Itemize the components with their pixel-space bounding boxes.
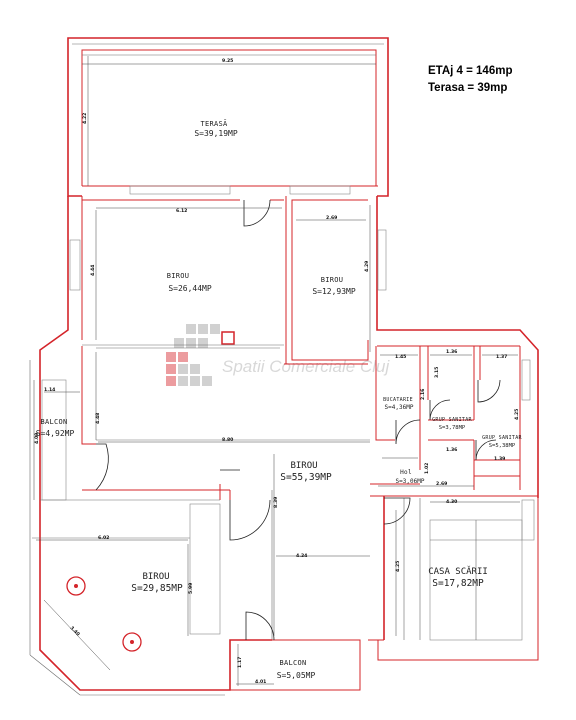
terrace-walls xyxy=(67,37,389,197)
room-area-birou-1: S=26,44MP xyxy=(168,284,212,293)
room-area-birou-3: S=29,85MP xyxy=(131,583,183,594)
dim-425a: 4.25 xyxy=(514,409,520,420)
dim-117: 1.17 xyxy=(237,657,243,668)
dim-880: 8.80 xyxy=(222,437,233,443)
dim-424: 4.24 xyxy=(296,553,307,559)
room-name-balcon-2: BALCON xyxy=(279,659,306,667)
room-area-birou-2: S=12,93MP xyxy=(312,287,356,296)
dim-444: 4.44 xyxy=(90,265,96,276)
service-block-walls xyxy=(370,345,538,497)
doors xyxy=(95,199,501,641)
room-name-birou-3: BIROU xyxy=(142,572,169,582)
room-name-balcon-1: BALCON xyxy=(40,418,67,426)
upper-office-walls xyxy=(39,196,539,691)
room-name-birou-main: BIROU xyxy=(290,461,317,471)
dim-422: 4.22 xyxy=(82,113,88,124)
room-name-bucatarie: BUCATARIE xyxy=(383,397,413,403)
dim-602: 6.02 xyxy=(98,535,109,541)
door-swing-birou-3 xyxy=(229,499,271,541)
dim-216: 2.16 xyxy=(420,389,426,400)
dim-340: 3.40 xyxy=(69,625,81,637)
dim-137: 1.37 xyxy=(496,354,507,360)
main-office-walls xyxy=(29,346,539,696)
door-swing-scara xyxy=(383,497,411,525)
door-swing-gs-2 xyxy=(477,379,501,403)
dim-136a: 1.36 xyxy=(446,349,457,355)
dimension-lines xyxy=(33,56,520,686)
room-area-balcon-1: S=4,92MP xyxy=(36,429,75,438)
room-area-terasa: S=39,19MP xyxy=(194,129,238,138)
terrace-area-total: Terasa = 39mp xyxy=(428,82,508,94)
dim-925: 9.25 xyxy=(222,58,233,64)
door-swing-bucatarie xyxy=(395,419,421,445)
dim-315: 3.15 xyxy=(434,367,440,378)
dim-425b: 4.25 xyxy=(395,561,401,572)
dim-102: 1.02 xyxy=(424,463,430,474)
dim-269b: 2.69 xyxy=(436,481,447,487)
room-name-casa-scarii: CASA SCĂRII xyxy=(428,565,488,577)
room-area-bucatarie: S=4,36MP xyxy=(385,404,414,411)
dim-448: 4.48 xyxy=(95,413,101,424)
dim-430: 4.30 xyxy=(446,499,457,505)
dim-145: 1.45 xyxy=(395,354,406,360)
door-swing-gs-1 xyxy=(429,399,451,421)
column-circle-2 xyxy=(122,632,142,652)
column-center-1 xyxy=(74,584,78,588)
dim-114: 1.14 xyxy=(44,387,55,393)
dim-269a: 2.69 xyxy=(326,215,337,221)
room-area-grup-sanitar-2: S=5,38MP xyxy=(489,443,516,449)
room-area-birou-main: S=55,39MP xyxy=(280,472,332,483)
room-name-grup-sanitar-1: GRUP SANITAR xyxy=(432,417,472,423)
dim-839: 8.39 xyxy=(273,497,279,508)
room-area-balcon-2: S=5,05MP xyxy=(277,671,316,680)
room-labels: TERASĂ S=39,19MP BIROU S=26,44MP BIROU S… xyxy=(36,119,523,680)
room-area-hol: S=3,06MP xyxy=(396,478,425,485)
room-name-terasa: TERASĂ xyxy=(200,119,228,128)
watermark-logo xyxy=(166,324,235,386)
column-center-2 xyxy=(130,640,134,644)
dim-401: 4.01 xyxy=(255,679,266,685)
dimension-labels: 9.25 4.22 6.12 2.69 4.44 4.29 1.45 1.36 … xyxy=(34,58,520,685)
dim-429: 4.29 xyxy=(364,261,370,272)
room-name-grup-sanitar-2: GRUP SANITAR xyxy=(482,435,522,441)
dim-139: 1.39 xyxy=(494,456,505,462)
dim-409: 4.09 xyxy=(34,433,40,444)
watermark-text: Spatii Comerciale Cluj xyxy=(222,357,390,376)
room-area-casa-scarii: S=17,82MP xyxy=(432,578,484,589)
door-swing-birou-1 xyxy=(243,199,271,227)
dim-136b: 1.36 xyxy=(446,447,457,453)
dim-599: 5.99 xyxy=(188,583,194,594)
dim-612: 6.12 xyxy=(176,208,187,214)
floor-area-total: ETAj 4 = 146mp xyxy=(428,65,513,77)
door-swing-balcon-2 xyxy=(245,611,275,641)
door-swing-balcon-1 xyxy=(95,443,109,491)
room-area-grup-sanitar-1: S=3,78MP xyxy=(439,425,466,431)
room-name-hol: Hol xyxy=(400,469,412,476)
column-circle-1 xyxy=(66,576,86,596)
room-name-birou-1: BIROU xyxy=(167,272,190,280)
room-name-birou-2: BIROU xyxy=(321,276,344,284)
door-swing-gs-2b xyxy=(475,439,497,461)
